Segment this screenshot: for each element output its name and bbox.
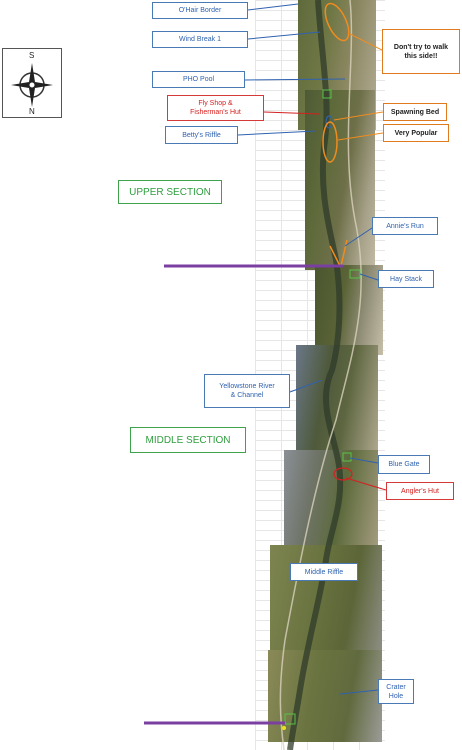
very-popular-label: Very Popular	[383, 124, 449, 142]
location-square	[284, 713, 296, 725]
road-path	[279, 0, 362, 750]
spawning-bed-label: Spawning Bed	[383, 103, 447, 121]
aerial-photo-strip	[268, 650, 382, 742]
danger-zone-marker	[324, 2, 350, 42]
connector-line	[244, 78, 346, 81]
middle-riffle-label: Middle Riffle	[290, 563, 358, 581]
orange-arrow	[329, 239, 348, 267]
crater-hole-label: Crater Hole	[378, 679, 414, 704]
yellowstone-river-label: Yellowstone River & Channel	[204, 374, 290, 408]
location-square	[322, 89, 332, 99]
connector-line	[359, 273, 379, 281]
connector-line	[237, 130, 317, 136]
connector-line	[289, 379, 323, 393]
blue-gate-label: Blue Gate	[378, 455, 430, 474]
connector-line	[339, 689, 379, 695]
aerial-photo-strip	[315, 265, 383, 355]
connector-line	[337, 132, 384, 141]
connector-line	[247, 3, 299, 11]
hay-stack-label: Hay Stack	[378, 270, 434, 288]
middle-section-label: MIDDLE SECTION	[130, 427, 246, 453]
aerial-photo-strip	[305, 90, 375, 270]
connector-line	[263, 111, 321, 115]
connector-line	[349, 457, 379, 464]
compass-rose: S N	[2, 48, 62, 118]
connector-line	[247, 31, 321, 40]
connector-line	[345, 477, 387, 491]
ohair-border-label: O'Hair Border	[152, 2, 248, 19]
river-path	[287, 0, 344, 750]
connector-line	[349, 33, 383, 51]
compass-north-label: N	[29, 107, 35, 116]
fly-shop-label: Fly Shop & Fisherman's Hut	[167, 95, 264, 121]
compass-icon	[11, 63, 53, 107]
bettys-riffle-label: Betty's Riffle	[165, 126, 238, 144]
aerial-photo-strip	[296, 345, 378, 455]
anglers-hut-marker	[333, 467, 353, 481]
very-popular-marker	[322, 121, 338, 163]
pho-pool-label: PHO Pool	[152, 71, 245, 88]
location-dot	[282, 726, 286, 730]
upper-section-label: UPPER SECTION	[118, 180, 222, 204]
connector-line	[344, 227, 373, 247]
wind-break-label: Wind Break 1	[152, 31, 248, 48]
annies-run-label: Annie's Run	[372, 217, 438, 235]
compass-south-label: S	[29, 51, 35, 60]
dont-walk-warning: Don't try to walk this side!!	[382, 29, 460, 74]
location-square	[342, 452, 352, 462]
anglers-hut-label: Angler's Hut	[386, 482, 454, 500]
location-square	[349, 269, 361, 279]
connector-line	[333, 111, 384, 121]
